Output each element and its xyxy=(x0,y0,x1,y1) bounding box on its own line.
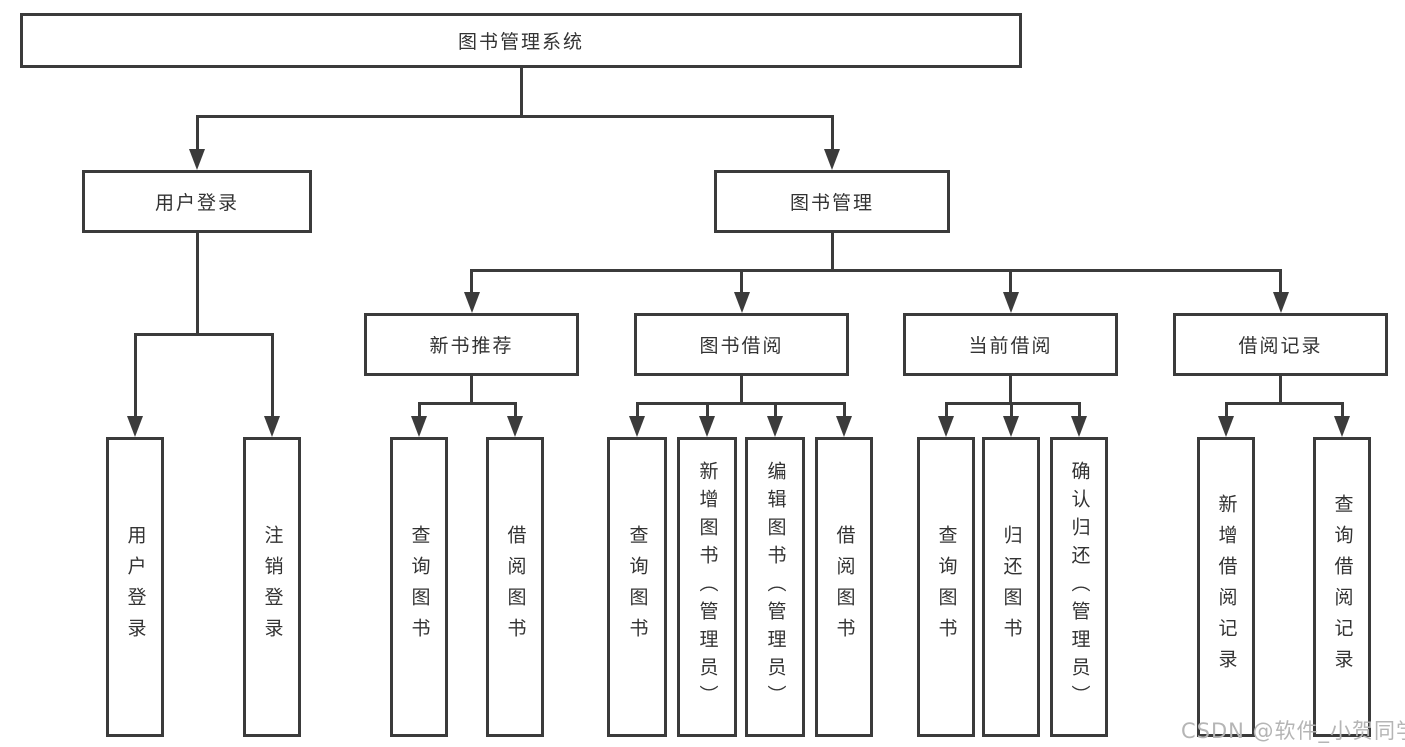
node-library-management-system: 图书管理系统 xyxy=(20,13,1022,68)
arrowhead-down-icon xyxy=(189,149,205,170)
arrowhead-down-icon xyxy=(127,416,143,437)
edge-drop xyxy=(513,402,517,421)
node-label: 新书推荐 xyxy=(429,335,514,357)
node-logout: 注销登录 xyxy=(243,437,301,737)
node-query-borrow-record: 查询借阅记录 xyxy=(1313,437,1371,737)
edge-drop xyxy=(944,402,948,421)
edge-stem xyxy=(830,233,834,272)
arrowhead-down-icon xyxy=(767,416,783,437)
edge-rail xyxy=(944,402,1081,405)
arrowhead-down-icon xyxy=(1003,416,1019,437)
edge-drop xyxy=(635,402,639,421)
edge-rail xyxy=(470,269,1282,272)
arrowhead-down-icon xyxy=(1002,292,1019,313)
edge-stem xyxy=(195,233,199,336)
node-label: 当前借阅 xyxy=(968,335,1053,357)
node-user-login-action: 用户登录 xyxy=(106,437,164,737)
node-current-borrowing: 当前借阅 xyxy=(903,313,1118,376)
watermark: CSDN @软件_小贺同学 xyxy=(1181,719,1405,743)
node-label: 查询图书 xyxy=(935,525,958,649)
edge-drop xyxy=(773,402,777,421)
node-label: 图书借阅 xyxy=(699,335,784,357)
node-user-login: 用户登录 xyxy=(82,170,312,233)
node-label: 归还图书 xyxy=(1000,525,1023,649)
node-label: 确认归还（管理员） xyxy=(1068,461,1091,713)
node-new-book-recommend: 新书推荐 xyxy=(364,313,579,376)
arrowhead-down-icon xyxy=(938,416,954,437)
edge-drop xyxy=(1340,402,1344,421)
node-label: 新增图书（管理员） xyxy=(696,461,719,713)
node-label: 用户登录 xyxy=(154,192,239,214)
edge-drop xyxy=(740,269,743,297)
arrowhead-down-icon xyxy=(1218,416,1234,437)
arrowhead-down-icon xyxy=(733,292,750,313)
node-label: 查询借阅记录 xyxy=(1331,494,1354,680)
arrowhead-down-icon xyxy=(507,416,523,437)
edge-stem xyxy=(1009,376,1012,405)
node-edit-book-admin: 编辑图书（管理员） xyxy=(745,437,805,737)
node-borrow-records: 借阅记录 xyxy=(1173,313,1388,376)
node-borrow-books: 借阅图书 xyxy=(815,437,873,737)
node-add-borrow-record: 新增借阅记录 xyxy=(1197,437,1255,737)
edge-drop xyxy=(1009,269,1012,297)
node-label: 查询图书 xyxy=(408,525,431,649)
node-add-book-admin: 新增图书（管理员） xyxy=(677,437,737,737)
node-label: 图书管理系统 xyxy=(457,31,584,53)
node-label: 用户登录 xyxy=(124,525,147,649)
arrowhead-down-icon xyxy=(824,149,840,170)
arrowhead-down-icon xyxy=(699,416,715,437)
node-borrow-books: 借阅图书 xyxy=(486,437,544,737)
edge-stem xyxy=(470,376,473,405)
node-query-books: 查询图书 xyxy=(917,437,975,737)
edge-drop xyxy=(133,333,137,421)
edge-rail xyxy=(195,115,834,118)
node-confirm-return-admin: 确认归还（管理员） xyxy=(1050,437,1108,737)
node-label: 图书管理 xyxy=(789,192,874,214)
edge-drop xyxy=(195,115,199,154)
arrowhead-down-icon xyxy=(264,416,280,437)
node-label: 借阅记录 xyxy=(1238,335,1323,357)
edge-drop xyxy=(1279,269,1282,297)
node-query-books: 查询图书 xyxy=(390,437,448,737)
edge-drop xyxy=(1077,402,1081,421)
node-book-management: 图书管理 xyxy=(714,170,950,233)
node-label: 编辑图书（管理员） xyxy=(764,461,787,713)
node-label: 借阅图书 xyxy=(504,525,527,649)
edge-rail xyxy=(1224,402,1344,405)
edge-drop xyxy=(1009,402,1013,421)
arrowhead-down-icon xyxy=(629,416,645,437)
node-query-books: 查询图书 xyxy=(607,437,667,737)
arrowhead-down-icon xyxy=(1272,292,1289,313)
arrowhead-down-icon xyxy=(463,292,480,313)
edge-stem xyxy=(1279,376,1282,405)
node-label: 注销登录 xyxy=(261,525,284,649)
edge-drop xyxy=(470,269,473,297)
edge-drop xyxy=(842,402,846,421)
edge-drop xyxy=(417,402,421,421)
edge-stem xyxy=(519,68,523,118)
edge-stem xyxy=(740,376,743,405)
edge-drop xyxy=(270,333,274,421)
arrowhead-down-icon xyxy=(1334,416,1350,437)
edge-rail xyxy=(133,333,274,336)
edge-drop xyxy=(705,402,709,421)
node-label: 查询图书 xyxy=(626,525,649,649)
edge-rail xyxy=(417,402,517,405)
arrowhead-down-icon xyxy=(1071,416,1087,437)
edge-drop xyxy=(1224,402,1228,421)
node-label: 新增借阅记录 xyxy=(1215,494,1238,680)
arrowhead-down-icon xyxy=(411,416,427,437)
edge-drop xyxy=(830,115,834,154)
edge-rail xyxy=(635,402,846,405)
node-book-borrowing: 图书借阅 xyxy=(634,313,849,376)
arrowhead-down-icon xyxy=(836,416,852,437)
node-label: 借阅图书 xyxy=(833,525,856,649)
node-return-book: 归还图书 xyxy=(982,437,1040,737)
